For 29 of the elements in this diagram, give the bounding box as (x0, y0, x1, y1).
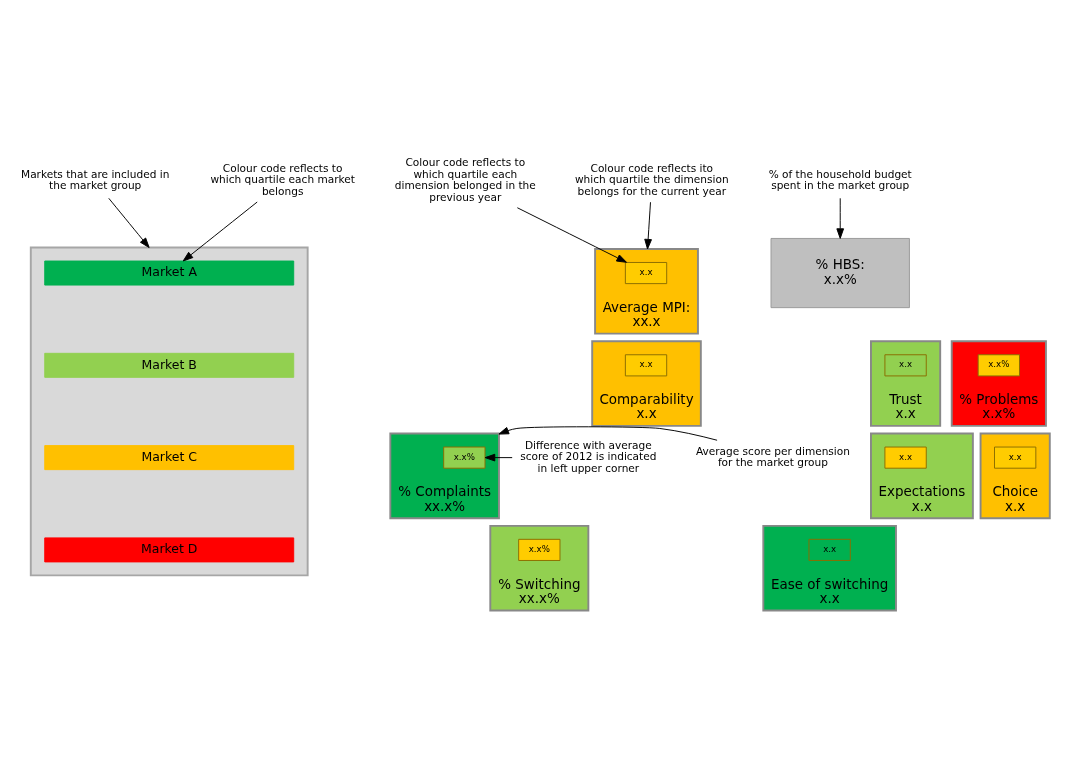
node-text: Colour code reflects to which quartile each market belongs (210, 161, 355, 197)
node-box: % HBS: x.x% (770, 237, 910, 308)
arrow (498, 425, 718, 441)
node-box: Market A (44, 260, 295, 286)
arrow (484, 453, 513, 461)
arrow (108, 197, 150, 248)
node-box: x.x (994, 446, 1037, 469)
arrow (836, 197, 845, 239)
node-box: x.x (624, 353, 668, 376)
node-text: Average score per dimension for the market group (695, 444, 850, 468)
node-box: x.x (624, 261, 668, 284)
node-box: x.x (884, 353, 927, 376)
arrow (182, 201, 258, 261)
node-box: Market C (44, 444, 295, 470)
arrow (516, 206, 627, 263)
node-text: Colour code reflects to which quartile each dimension belonged in the previous year (394, 155, 536, 203)
node-box: x.x (808, 538, 851, 561)
node-box: x.x% (443, 446, 486, 469)
node-text: Markets that are included in the market group (21, 167, 170, 191)
cluster (29, 246, 309, 576)
node-box: x.x% (977, 353, 1020, 376)
node-box: Market B (44, 352, 295, 378)
arrow (644, 201, 652, 249)
node-text: Difference with average score of 2012 is indicated in left upper corner (520, 438, 657, 474)
node-box: x.x% (518, 538, 561, 561)
node-text: % of the household budget spent in the market group (768, 167, 912, 191)
node-text: Colour code reflects ito which quartile the dimension belongs for the current year (574, 161, 729, 197)
node-box: x.x (884, 446, 927, 469)
node-box: Market D (44, 536, 295, 562)
